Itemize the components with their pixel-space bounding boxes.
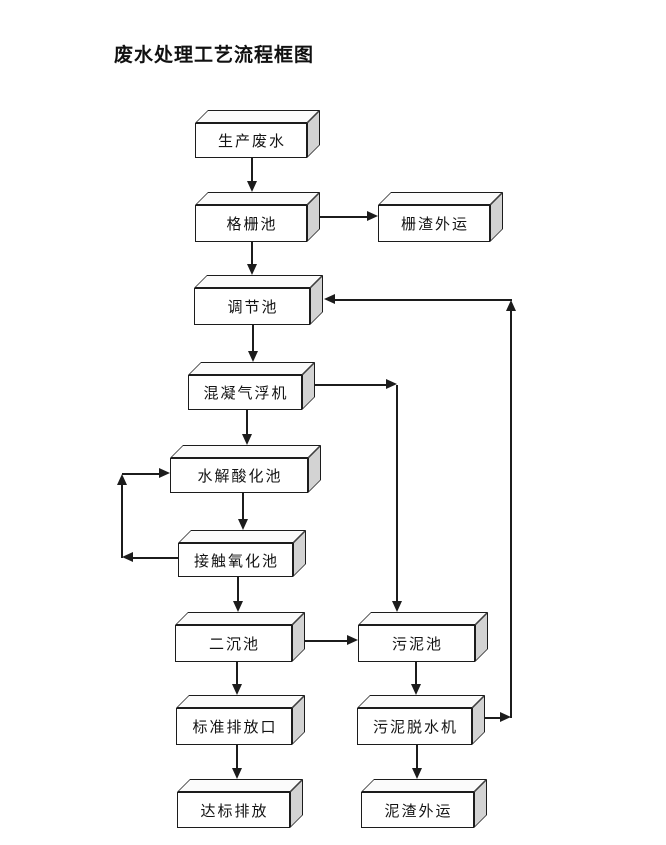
- recycle-dewatering-out-line: [485, 717, 500, 719]
- box-label: 污泥脱水机: [372, 720, 458, 736]
- box-regulating-tank: 调节池: [194, 275, 323, 325]
- box-screenings-transport-out: 栅渣外运: [378, 192, 503, 242]
- box-label: 混凝气浮机: [203, 386, 289, 402]
- edge-regulating-to-flotation-arrowhead: [248, 351, 258, 362]
- box-top-face: [194, 275, 323, 288]
- edge-hydrolysis-to-oxidation-arrowhead: [238, 519, 248, 530]
- edge-sludgetank-to-dewatering-arrowhead: [411, 684, 421, 695]
- edge-wastewater-to-screen-line: [251, 158, 253, 183]
- box-compliant-discharge: 达标排放: [177, 779, 303, 828]
- edge-flotation-to-sludgetank-hline: [315, 384, 386, 386]
- box-standard-discharge-outlet: 标准排放口: [176, 695, 305, 745]
- edge-sedimentation-to-outlet-arrowhead: [232, 684, 242, 695]
- edge-sedimentation-to-outlet-line: [236, 662, 238, 684]
- edge-flotation-corner-arrowhead: [386, 379, 397, 389]
- box-sludge-residue-transport-out: 泥渣外运: [361, 779, 487, 828]
- box-top-face: [178, 530, 306, 543]
- box-production-wastewater: 生产废水: [195, 110, 320, 158]
- recycle-right-vertical-line: [510, 311, 512, 718]
- box-top-face: [361, 779, 487, 792]
- box-top-face: [358, 612, 488, 625]
- recycle-left-vertical-line: [121, 485, 123, 558]
- box-top-face: [175, 612, 305, 625]
- recycle-oxidation-out-line: [133, 557, 178, 559]
- edge-screen-to-screenings-arrowhead: [367, 211, 378, 221]
- box-label: 泥渣外运: [384, 803, 453, 820]
- recycle-into-hydrolysis-arrowhead: [159, 468, 170, 478]
- box-bar-screen-tank: 格栅池: [195, 192, 320, 242]
- edge-outlet-to-discharge-line: [236, 745, 238, 768]
- edge-dewatering-to-residue-line: [416, 745, 418, 768]
- box-top-face: [170, 445, 321, 458]
- box-top-face: [195, 192, 320, 205]
- edge-sludgetank-to-dewatering-line: [415, 662, 417, 684]
- edge-flotation-to-sludgetank-vline: [396, 385, 398, 601]
- box-label: 接触氧化池: [193, 553, 279, 570]
- box-label: 水解酸化池: [197, 469, 283, 485]
- box-label: 达标排放: [200, 803, 269, 820]
- box-label: 污泥池: [391, 637, 443, 653]
- recycle-left-up-arrowhead: [117, 474, 127, 485]
- edge-sedimentation-to-sludgetank-arrowhead: [347, 635, 358, 645]
- edge-screen-to-regulating-arrowhead: [247, 264, 257, 275]
- edge-screen-to-regulating-line: [251, 242, 253, 265]
- page-title: 废水处理工艺流程框图: [114, 45, 315, 66]
- recycle-oxidation-corner-arrowhead: [122, 552, 133, 562]
- recycle-into-regulating-line: [335, 299, 512, 301]
- edge-screen-to-screenings-line: [320, 216, 367, 218]
- box-label: 格栅池: [226, 217, 278, 233]
- box-top-face: [176, 695, 305, 708]
- box-label: 栅渣外运: [400, 217, 469, 233]
- recycle-dewatering-corner-arrowhead: [500, 712, 511, 722]
- edge-dewatering-to-residue-arrowhead: [412, 768, 422, 779]
- edge-flotation-to-hydrolysis-line: [246, 410, 248, 434]
- box-top-face: [357, 695, 485, 708]
- recycle-right-up-arrowhead: [506, 300, 516, 311]
- edge-wastewater-to-screen-arrowhead: [247, 181, 257, 192]
- box-hydrolysis-acidification-tank: 水解酸化池: [170, 445, 321, 493]
- box-label: 标准排放口: [192, 720, 278, 736]
- box-top-face: [378, 192, 503, 205]
- box-contact-oxidation-tank: 接触氧化池: [178, 530, 306, 577]
- edge-oxidation-to-sedimentation-arrowhead: [233, 601, 243, 612]
- box-coagulation-air-flotation: 混凝气浮机: [188, 362, 315, 410]
- box-label: 生产废水: [217, 134, 286, 150]
- edge-flotation-to-hydrolysis-arrowhead: [242, 434, 252, 445]
- box-sludge-tank: 污泥池: [358, 612, 488, 662]
- edge-flotation-to-sludgetank-arrowhead: [392, 601, 402, 612]
- box-secondary-sedimentation-tank: 二沉池: [175, 612, 305, 662]
- edge-hydrolysis-to-oxidation-line: [242, 493, 244, 519]
- box-label: 调节池: [227, 300, 279, 316]
- box-top-face: [195, 110, 320, 123]
- box-sludge-dewatering-machine: 污泥脱水机: [357, 695, 485, 745]
- box-label: 二沉池: [208, 637, 260, 653]
- recycle-into-hydrolysis-line: [122, 473, 159, 475]
- recycle-into-regulating-arrowhead: [324, 294, 335, 304]
- box-top-face: [188, 362, 315, 375]
- edge-regulating-to-flotation-line: [252, 325, 254, 351]
- box-top-face: [177, 779, 303, 792]
- edge-sedimentation-to-sludgetank-line: [305, 640, 347, 642]
- edge-oxidation-to-sedimentation-line: [237, 577, 239, 601]
- edge-outlet-to-discharge-arrowhead: [232, 768, 242, 779]
